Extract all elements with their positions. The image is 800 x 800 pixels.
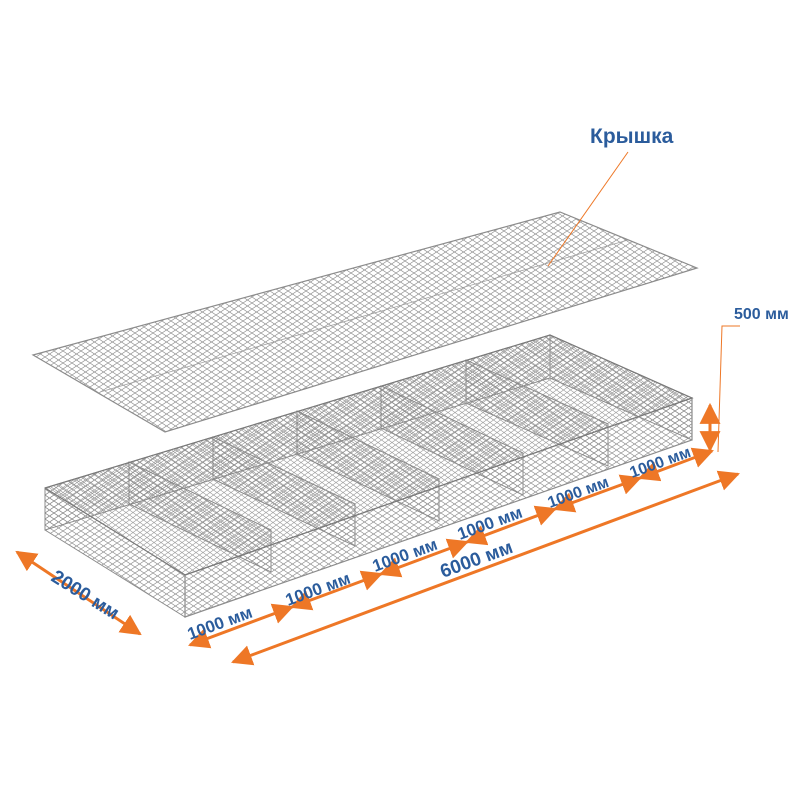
section-5-dimension-line [553,474,642,513]
section-3-dimension-line [379,538,469,578]
dimension-lines [15,402,740,666]
lid-panel [31,211,699,433]
width-dimension-line [15,550,142,636]
section-2-dimension-line [290,570,383,611]
lid-label: Крышка [590,125,674,148]
height-label: 500 мм [734,306,789,323]
section-6-dimension-line [638,447,714,482]
section-4-dimension-line [465,505,557,546]
width-label: 2000 мм [47,566,122,624]
total-length-label: 6000 мм [438,537,516,583]
total-length-dimension-line [231,470,740,666]
section-1-dimension-line [188,603,294,649]
